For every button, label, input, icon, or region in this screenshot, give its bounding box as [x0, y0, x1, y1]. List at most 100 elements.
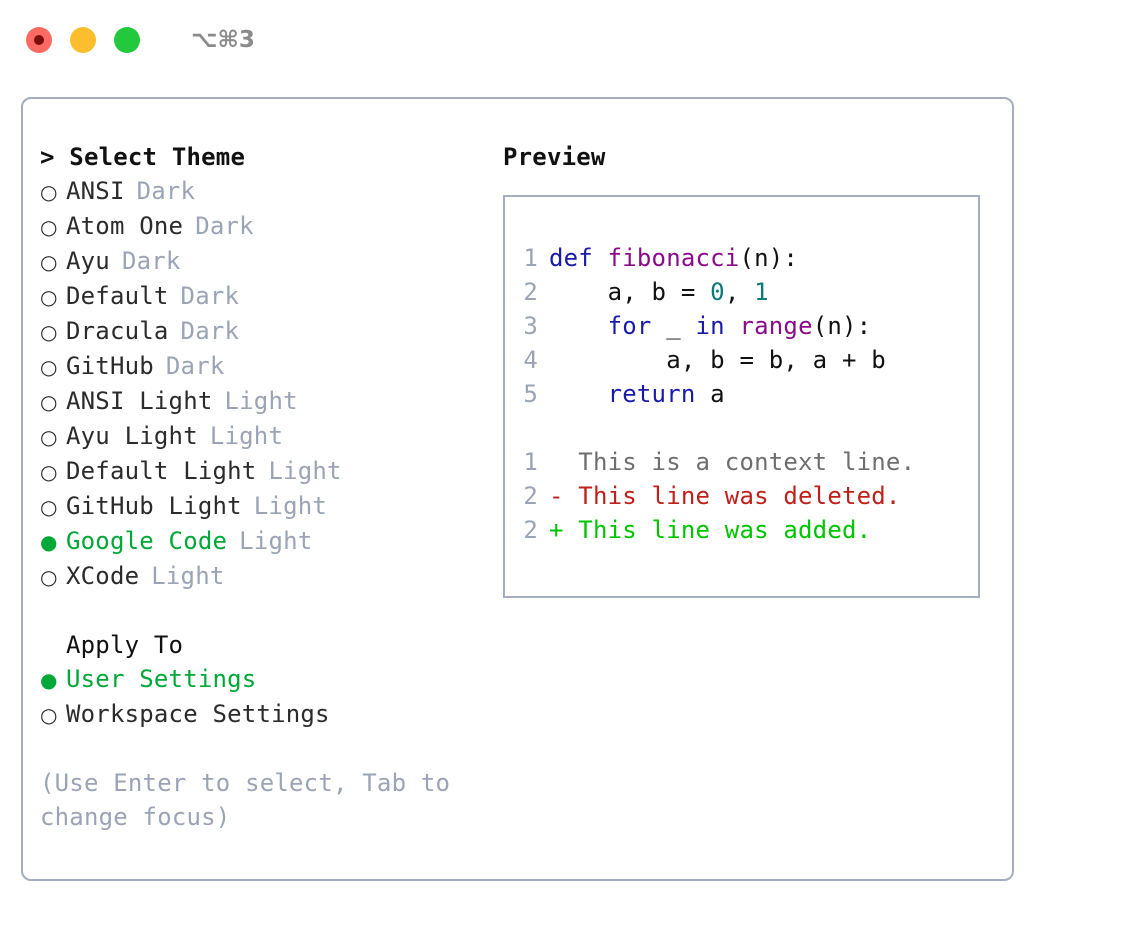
- line-number: 1: [523, 448, 538, 476]
- radio-unselected-icon: ○: [40, 355, 58, 379]
- theme-option-tag: Dark: [121, 247, 181, 275]
- code-token: [725, 312, 740, 340]
- code-text: a, b = b, a + b: [549, 343, 886, 377]
- theme-option-google-code[interactable]: ● Google Code Light: [40, 524, 486, 559]
- code-token: 0: [710, 278, 725, 306]
- line-number: 3: [523, 312, 538, 340]
- code-token: ,: [724, 278, 755, 306]
- radio-unselected-icon: ○: [40, 250, 58, 274]
- code-line: 1 def fibonacci(n):: [519, 241, 978, 275]
- radio-selected-icon: ●: [40, 668, 58, 692]
- diff-line-add: 2 + This line was added.: [519, 513, 978, 547]
- diff-text: - This line was deleted.: [549, 482, 901, 510]
- preview-heading: Preview: [503, 143, 606, 171]
- select-theme-heading: > Select Theme: [40, 143, 246, 171]
- keyboard-hint: (Use Enter to select, Tab to change focu…: [40, 769, 465, 831]
- apply-to-option-user-settings[interactable]: ● User Settings: [40, 662, 486, 697]
- line-number: 1: [523, 244, 538, 272]
- theme-option-dracula[interactable]: ○ Dracula Dark: [40, 314, 486, 349]
- theme-option-label: GitHub Light: [66, 492, 242, 520]
- line-number: 2: [523, 516, 538, 544]
- theme-option-label: Default Light: [66, 457, 257, 485]
- line-number: 4: [523, 346, 538, 374]
- radio-unselected-icon: ○: [40, 215, 58, 239]
- code-token: 1: [754, 278, 769, 306]
- code-line: 3 for _ in range(n):: [519, 309, 978, 343]
- window-title: ⌥⌘3: [191, 27, 255, 53]
- diff-line-del: 2 - This line was deleted.: [519, 479, 978, 513]
- radio-unselected-icon: ○: [40, 460, 58, 484]
- theme-option-label: ANSI: [66, 177, 125, 205]
- code-diff-gap: [519, 411, 978, 445]
- theme-option-tag: Dark: [195, 212, 254, 240]
- code-token: a, b = b, a + b: [549, 346, 886, 374]
- theme-option-label: GitHub: [66, 352, 154, 380]
- diff-text: This is a context line.: [549, 448, 916, 476]
- apply-to-option-workspace-settings[interactable]: ○ Workspace Settings: [40, 697, 486, 732]
- code-token: def: [549, 244, 593, 272]
- theme-option-tag: Light: [224, 387, 298, 415]
- theme-option-tag: Dark: [180, 282, 240, 310]
- radio-selected-icon: ●: [40, 530, 58, 554]
- theme-option-label: Google Code: [66, 527, 228, 555]
- window-controls: [26, 27, 140, 53]
- theme-option-label: Atom One: [66, 212, 184, 240]
- theme-option-default-light[interactable]: ○ Default Light Light: [40, 454, 486, 489]
- close-button[interactable]: [26, 27, 52, 53]
- code-text: a, b = 0, 1: [549, 275, 769, 309]
- theme-option-atom-one[interactable]: ○ Atom One Dark: [40, 209, 486, 244]
- code-token: in: [695, 312, 725, 340]
- radio-unselected-icon: ○: [40, 425, 58, 449]
- radio-unselected-icon: ○: [40, 320, 58, 344]
- radio-unselected-icon: ○: [40, 565, 58, 589]
- code-line: 2 a, b = 0, 1: [519, 275, 978, 309]
- code-line: 5 return a: [519, 377, 978, 411]
- theme-option-tag: Dark: [136, 177, 196, 205]
- apply-to-option-label: User Settings: [66, 665, 257, 693]
- apply-to-option-label: Workspace Settings: [66, 700, 330, 728]
- theme-option-tag: Light: [151, 562, 225, 590]
- theme-option-ayu[interactable]: ○ Ayu Dark: [40, 244, 486, 279]
- code-token: [593, 244, 608, 272]
- theme-option-tag: Dark: [180, 317, 240, 345]
- list-spacer: [40, 594, 486, 628]
- theme-option-tag: Light: [253, 492, 328, 520]
- theme-option-tag: Light: [268, 457, 342, 485]
- theme-option-label: Ayu Light: [66, 422, 198, 450]
- code-text: def fibonacci(n):: [549, 241, 798, 275]
- code-token: for: [607, 312, 652, 340]
- theme-option-label: Dracula: [66, 317, 169, 345]
- code-token: a: [695, 380, 725, 408]
- code-token: _: [651, 312, 696, 340]
- minimize-button[interactable]: [70, 27, 96, 53]
- maximize-button[interactable]: [114, 27, 140, 53]
- line-number: 2: [523, 278, 538, 306]
- code-token: return: [607, 380, 696, 408]
- line-number: 2: [523, 482, 538, 510]
- code-token: fibonacci: [607, 244, 740, 272]
- code-text: for _ in range(n):: [549, 309, 872, 343]
- code-token: (n):: [739, 244, 799, 272]
- code-text: return a: [549, 377, 725, 411]
- code-token: [549, 312, 608, 340]
- theme-option-label: Ayu: [66, 247, 110, 275]
- diff-text: + This line was added.: [549, 516, 872, 544]
- theme-option-label: Default: [66, 282, 169, 310]
- theme-option-tag: Light: [239, 527, 313, 555]
- code-token: (n):: [812, 312, 872, 340]
- radio-unselected-icon: ○: [40, 703, 58, 727]
